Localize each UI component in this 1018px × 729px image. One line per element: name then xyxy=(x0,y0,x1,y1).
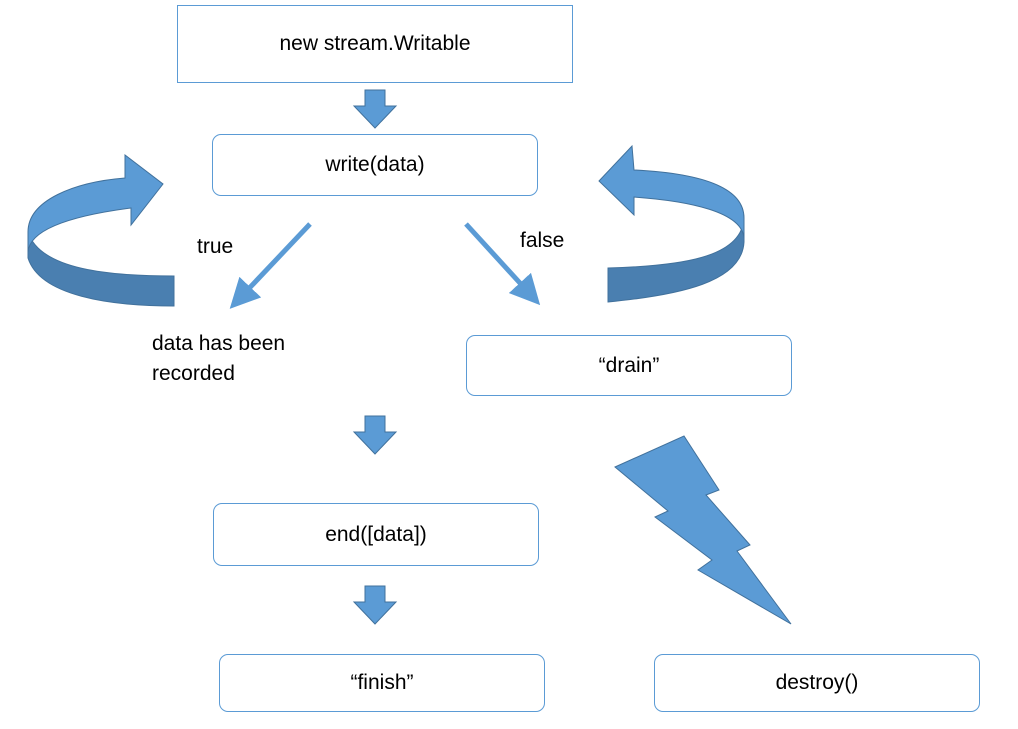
down-arrow-3 xyxy=(352,585,398,625)
end-node: end([data]) xyxy=(213,503,539,566)
down-arrow-1 xyxy=(352,89,398,129)
destroy-node-label: destroy() xyxy=(775,671,859,695)
true-branch-arrow xyxy=(229,222,312,309)
false-branch-arrow xyxy=(464,222,541,306)
lightning-bolt-icon xyxy=(614,435,792,625)
false-branch-label: false xyxy=(520,229,565,252)
drain-event-node: “drain” xyxy=(466,335,792,396)
true-branch-label: true xyxy=(197,235,234,258)
write-node-label: write(data) xyxy=(325,153,425,177)
down-arrow-2 xyxy=(352,415,398,455)
finish-event-label: “finish” xyxy=(350,671,414,695)
drain-event-label: “drain” xyxy=(598,353,660,377)
write-node: write(data) xyxy=(212,134,538,196)
recorded-note-line-2: recorded xyxy=(152,362,235,385)
recorded-note-line-1: data has been xyxy=(152,332,286,355)
loop-arrow-left xyxy=(27,153,175,307)
recorded-note: data has been recorded xyxy=(152,329,285,389)
constructor-node: new stream.Writable xyxy=(177,5,573,83)
loop-arrow-right xyxy=(598,144,745,303)
constructor-node-label: new stream.Writable xyxy=(279,32,471,56)
end-node-label: end([data]) xyxy=(325,522,427,546)
finish-event-node: “finish” xyxy=(219,654,545,712)
destroy-node: destroy() xyxy=(654,654,980,712)
